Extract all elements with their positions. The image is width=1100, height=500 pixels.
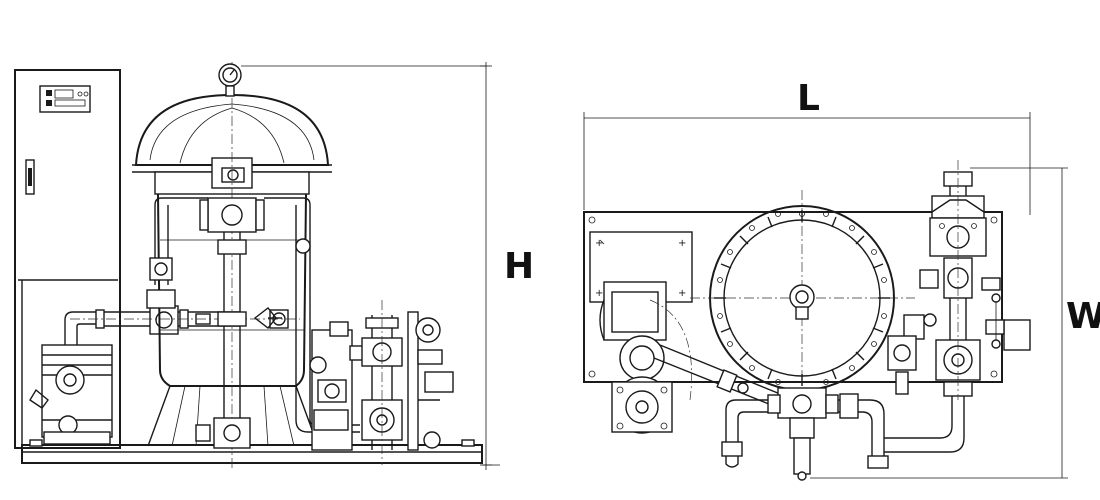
pump-left [29,311,113,445]
pump-top [599,281,693,434]
center-outlet [721,387,889,481]
control-panel [14,69,121,449]
height-dimension [480,62,500,470]
svg-text:+: + [595,238,603,249]
tank-pipework [146,197,360,449]
width-label: W [1066,296,1100,337]
svg-text:+: + [595,288,603,299]
right-column [887,160,1031,400]
return-pipe [884,395,965,453]
height-label: H [504,246,534,287]
front-view [14,62,500,470]
filter-tank [132,62,332,470]
tank-rim-lugs [714,210,890,386]
right-valves [309,300,454,465]
base-skid [21,439,483,464]
length-label: L [797,78,820,119]
svg-text:+: + [678,288,686,299]
top-view: + + + + [583,112,1068,481]
skid-outline [583,211,1003,383]
width-dimension [810,167,1068,479]
svg-text:+: + [678,238,686,249]
tank-top [690,190,915,480]
diagonal-pipe [653,344,791,411]
pressure-gauge [218,63,486,97]
length-dimension [583,112,1031,215]
